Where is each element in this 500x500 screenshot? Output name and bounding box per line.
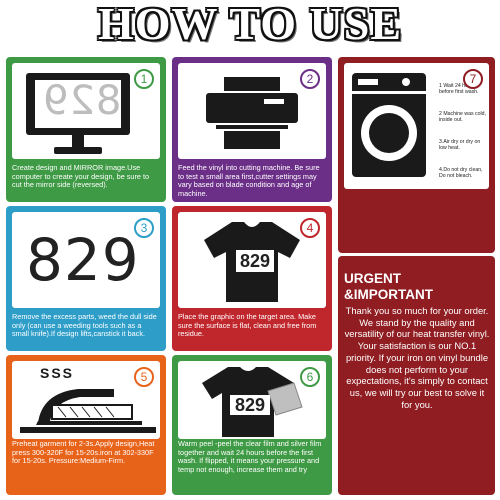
step-1-card: 829 1 Create design and MIRROR image.Use… bbox=[6, 57, 166, 202]
step-1-number-badge: 1 bbox=[134, 69, 154, 89]
step-7-image-frame: 1 Wait 24 hours before first wash. 2 Mac… bbox=[344, 63, 489, 189]
step-4-transfer-number: 829 bbox=[236, 250, 274, 272]
step-6-transfer-number: 829 bbox=[230, 395, 270, 415]
step-6-image-frame: 829 6 bbox=[178, 361, 326, 439]
care-item-1: 1 Wait 24 hours before first wash. bbox=[439, 83, 479, 95]
step-3-image-frame: 829 3 bbox=[12, 212, 160, 308]
step-2-number-badge: 2 bbox=[300, 69, 320, 89]
urgent-body: Thank you so much for your order. We sta… bbox=[344, 305, 490, 410]
washing-machine-icon bbox=[352, 73, 426, 177]
urgent-panel bbox=[338, 256, 495, 495]
step-1-mirrored-number: 829 bbox=[42, 78, 122, 124]
step-5-text: Preheat garment for 2-3s.Apply design,He… bbox=[12, 439, 155, 466]
step-4-number-badge: 4 bbox=[300, 218, 320, 238]
step-1-text: Create design and MIRROR image.Use compu… bbox=[12, 163, 150, 190]
step-3-number-badge: 3 bbox=[134, 218, 154, 238]
step-4-text: Place the graphic on the target area. Ma… bbox=[178, 312, 317, 339]
care-item-2: 2 Machine was cold, inside out. bbox=[439, 111, 486, 123]
urgent-title: URGENT &IMPORTANT bbox=[344, 271, 433, 302]
step-7-card: 1 Wait 24 hours before first wash. 2 Mac… bbox=[338, 57, 495, 253]
step-4-card: 829 4 Place the graphic on the target ar… bbox=[172, 206, 332, 351]
monitor-icon bbox=[26, 73, 130, 154]
step-2-text: Feed the vinyl into cutting machine. Be … bbox=[178, 163, 320, 198]
step-1-image-frame: 829 1 bbox=[12, 63, 160, 159]
page-title: HOW TO USE bbox=[97, 0, 402, 49]
step-2-image-frame: 2 bbox=[178, 63, 326, 159]
step-7-number-badge: 7 bbox=[463, 69, 483, 89]
care-item-4: 4.Do not dry clean, Do not bleach. bbox=[439, 167, 483, 179]
step-5-number-badge: 5 bbox=[134, 367, 154, 387]
step-3-text: Remove the excess parts, weed the dull s… bbox=[12, 312, 157, 339]
iron-icon bbox=[20, 389, 156, 433]
step-6-card: 829 6 Warm peel -peel the clear film and… bbox=[172, 355, 332, 495]
steam-symbol: SSS bbox=[40, 365, 75, 381]
step-3-card: 829 3 Remove the excess parts, weed the … bbox=[6, 206, 166, 351]
step-3-weeded-number: 829 bbox=[26, 226, 140, 294]
step-5-image-frame: SSS 5 bbox=[12, 361, 160, 439]
step-4-image-frame: 829 4 bbox=[178, 212, 326, 308]
step-5-card: SSS 5 Preheat garment for 2-3s.Apply des… bbox=[6, 355, 166, 495]
cutting-machine-icon bbox=[206, 77, 298, 149]
step-2-card: 2 Feed the vinyl into cutting machine. B… bbox=[172, 57, 332, 202]
step-6-number-badge: 6 bbox=[300, 367, 320, 387]
step-6-text: Warm peel -peel the clear film and silve… bbox=[178, 439, 322, 474]
care-item-3: 3.Air dry or dry on low heat. bbox=[439, 139, 481, 151]
